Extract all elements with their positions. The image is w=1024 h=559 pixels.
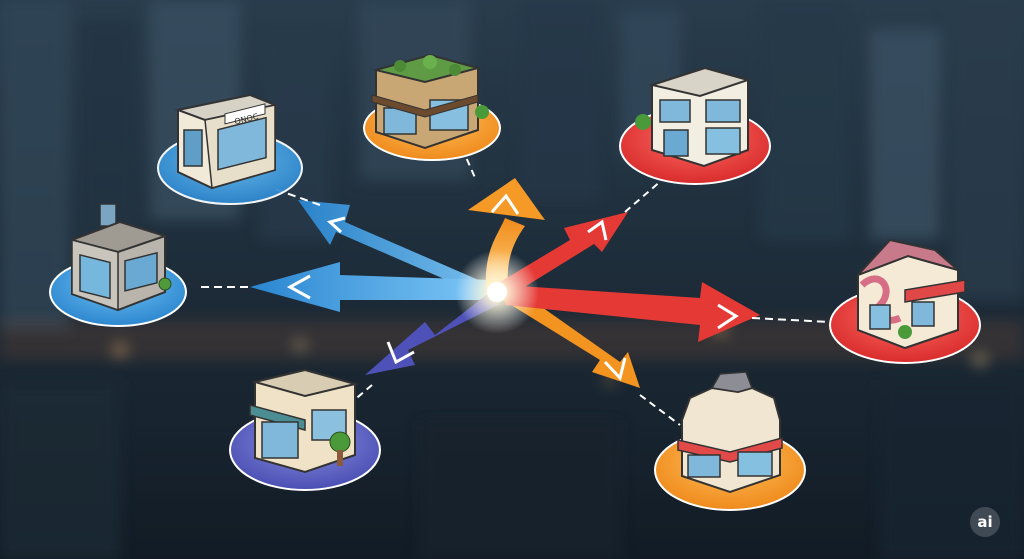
hub-glow [420, 250, 575, 334]
ai-badge-label: ai [977, 513, 993, 531]
building-shop-bottom-right [654, 371, 806, 511]
building-cafe-top [363, 53, 501, 161]
building-shop-left [49, 203, 187, 327]
orange-route-bottom-right [500, 286, 681, 426]
ai-badge: ai [970, 507, 1000, 537]
red-route-right [505, 282, 831, 342]
blue-route-left [200, 262, 493, 312]
building-house-right [829, 238, 981, 364]
building-shop-bottom-left [229, 368, 381, 491]
building-office-top-right [619, 66, 771, 185]
building-shop-top-left: ONOC [157, 93, 303, 205]
